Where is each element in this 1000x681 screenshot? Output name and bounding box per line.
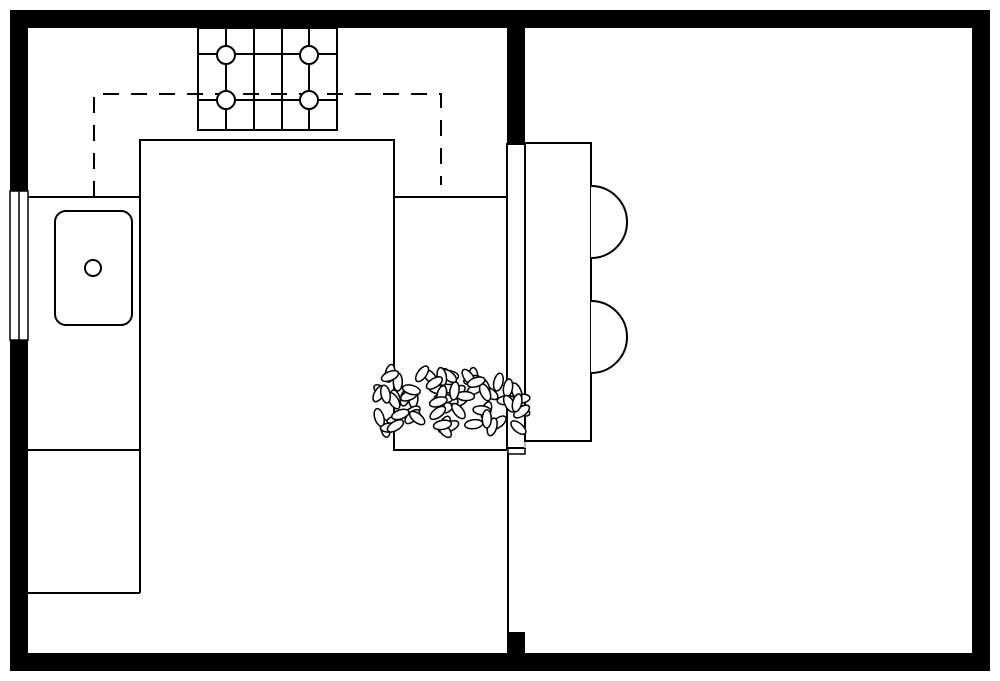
- leaf-icon: [511, 393, 523, 413]
- leaf-icon: [386, 419, 405, 433]
- bar-table: [524, 142, 592, 442]
- leaf-icon: [449, 381, 460, 401]
- leaf-icon: [432, 419, 453, 431]
- burner-icon: [216, 90, 236, 110]
- burner-icon: [216, 45, 236, 65]
- leaf-icon: [481, 409, 493, 429]
- window: [9, 190, 29, 341]
- stove: [197, 27, 338, 131]
- interior-wall: [507, 28, 526, 653]
- bar-stool: [590, 300, 628, 374]
- outer-walls: [10, 10, 990, 671]
- leaf-icon: [380, 369, 400, 383]
- drain-icon: [84, 259, 102, 277]
- burner-icon: [299, 90, 319, 110]
- leaf-icon: [379, 384, 392, 404]
- sink: [54, 210, 133, 326]
- leaf-icon: [408, 410, 426, 426]
- leaf-icon: [428, 396, 448, 408]
- counters: [28, 139, 507, 594]
- leaf-icon: [414, 365, 430, 383]
- leaf-icon: [391, 408, 410, 421]
- planter: [372, 363, 531, 439]
- bar-stool: [590, 185, 628, 259]
- leaf-icon: [373, 407, 385, 427]
- bar-stools: [590, 185, 628, 374]
- leaf-icon: [466, 376, 486, 388]
- leaf-icon: [425, 376, 444, 390]
- leaf-icon: [510, 420, 527, 436]
- leaf-icon: [429, 405, 447, 421]
- leaf-icon: [451, 402, 466, 420]
- leaf-icon: [401, 384, 421, 396]
- burner-icon: [299, 45, 319, 65]
- leaf-icon: [492, 372, 504, 392]
